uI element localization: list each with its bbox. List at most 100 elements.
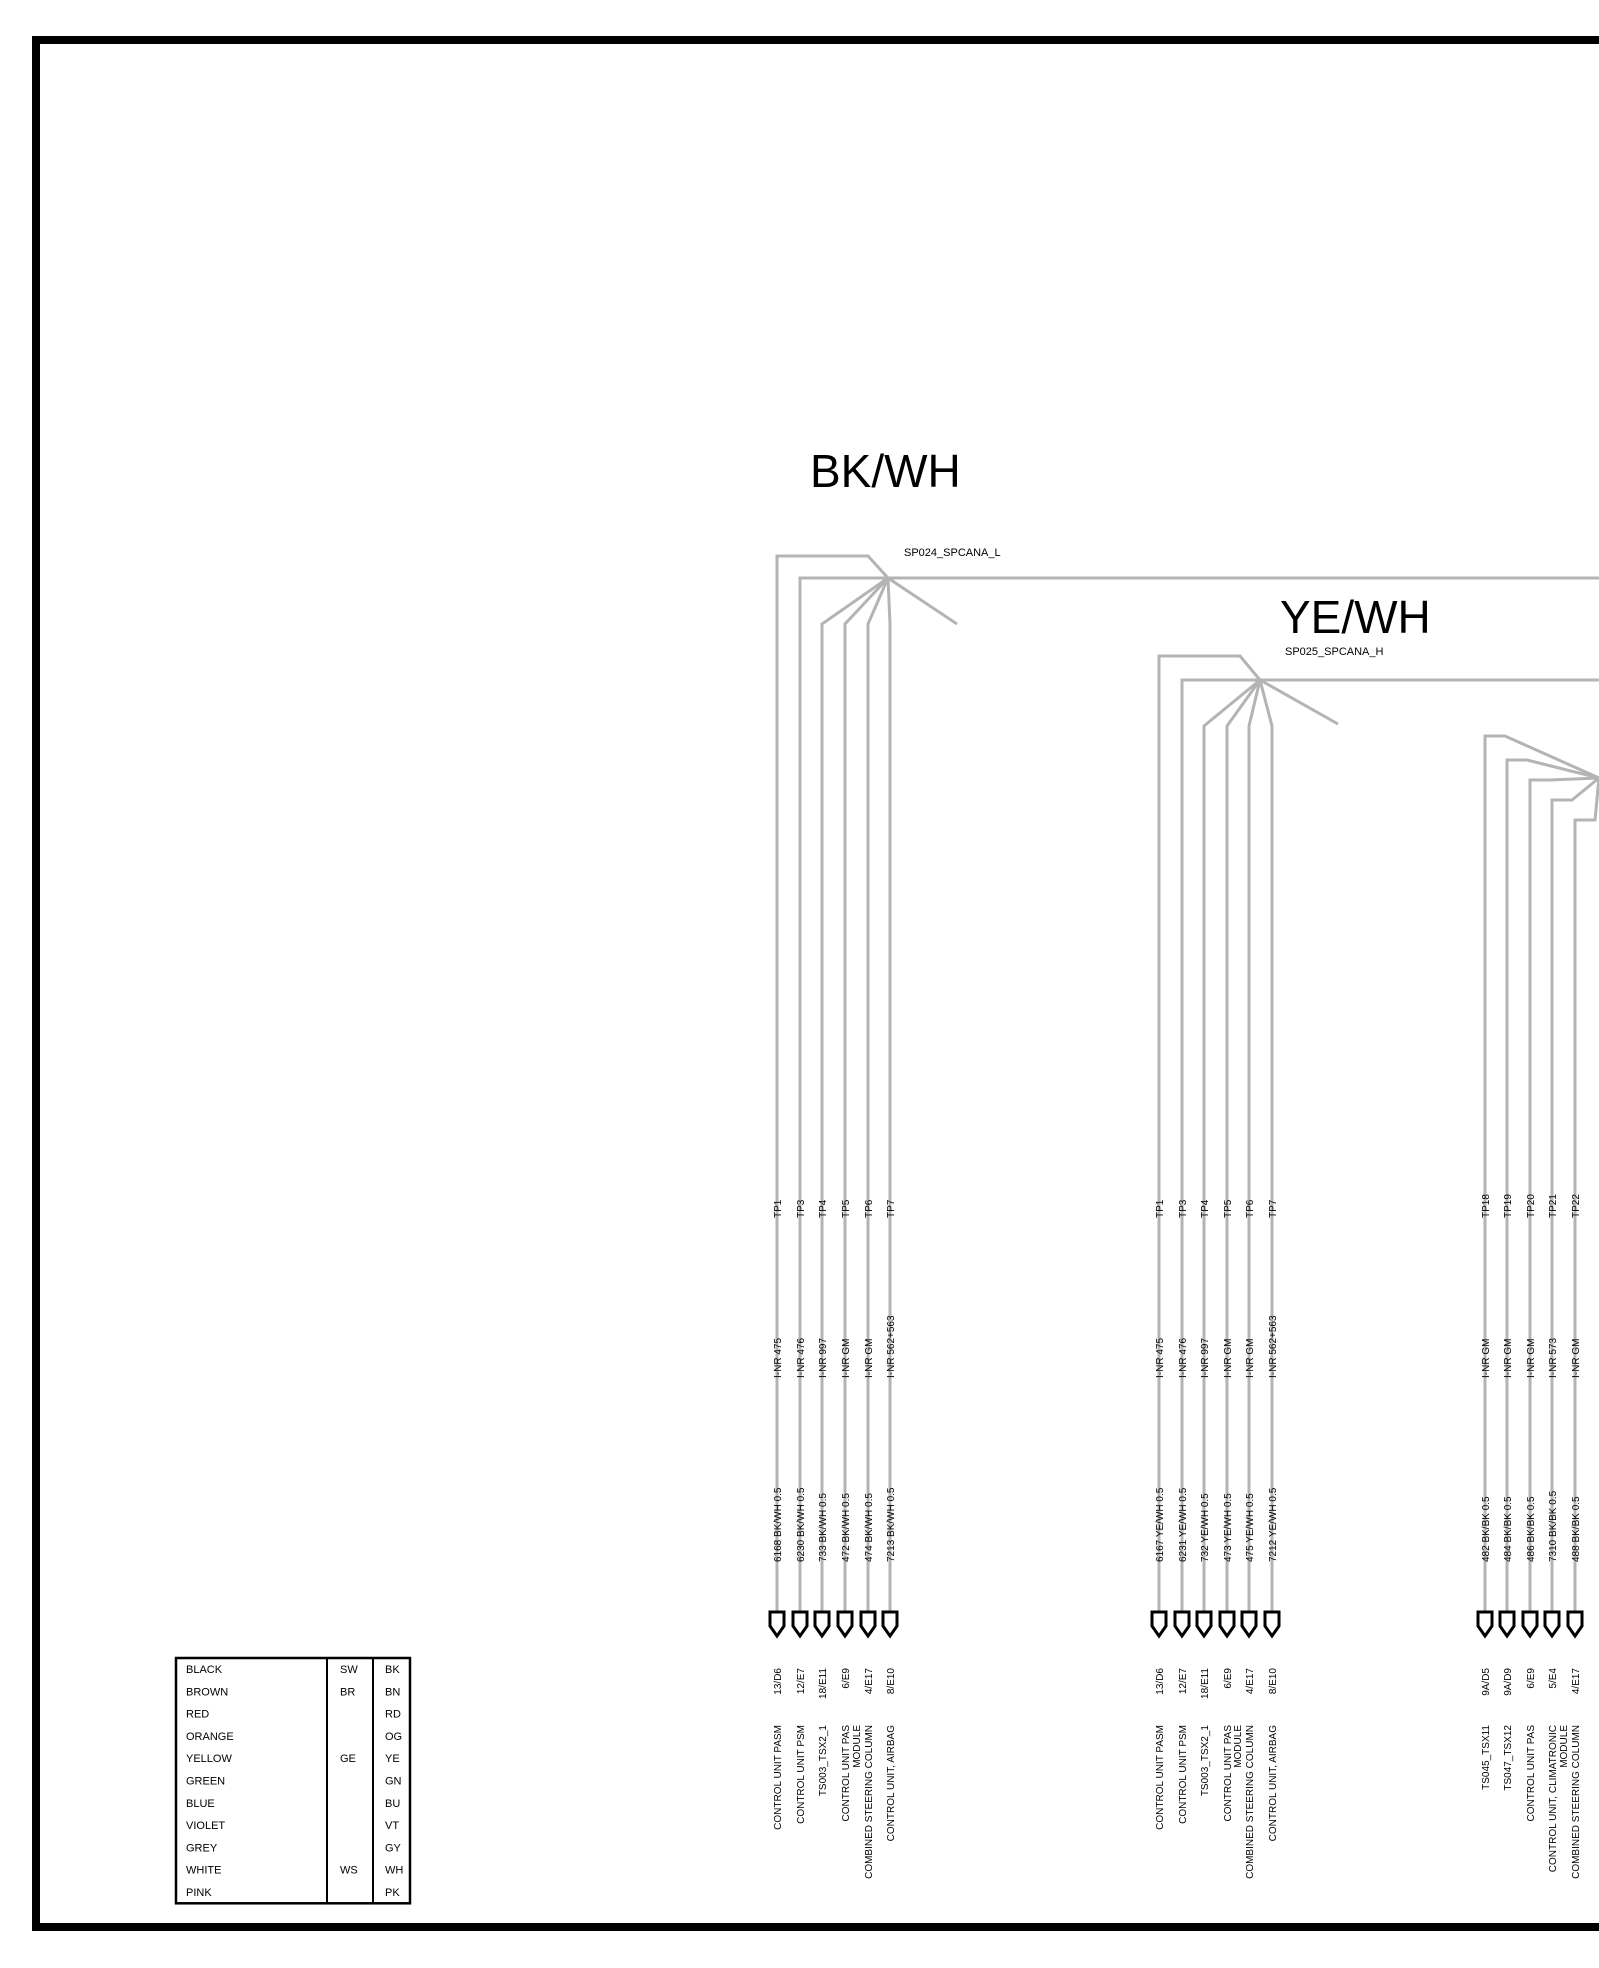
legend-color-name: BROWN [186,1686,228,1698]
connector-pin-icon [1566,1610,1584,1639]
pin-label: 18/E11 [818,1668,829,1699]
splice-label: SP024_SPCANA_L [904,547,1001,559]
test-point-label: TP19 [1503,1194,1514,1218]
legend-row: BROWN BR BN [186,1686,400,1698]
test-point-label: TP4 [1200,1199,1211,1218]
connector-pin-icon [1521,1610,1539,1639]
legend-color-code: BK [385,1664,400,1676]
wire-spec-label: 482 BK/BK 0.5 [1481,1496,1492,1562]
connector-pin-icon [1173,1610,1191,1639]
wire-spec-label: 486 BK/BK 0.5 [1526,1496,1537,1562]
test-point-label: TP1 [773,1199,784,1218]
destination-label: TS003_TSX2_1 [818,1725,829,1797]
test-point-label: TP3 [796,1199,807,1218]
legend-color-code: GY [385,1842,402,1854]
frame-top [32,36,1599,44]
pin-label: 6/E9 [841,1668,852,1689]
connector-pin-icon [1543,1610,1561,1639]
destination-label: CONTROL UNIT PASM [773,1725,784,1830]
destination-label: CONTROL UNIT PSM [1178,1725,1189,1824]
legend-color-code: YE [385,1753,400,1765]
pin-label: 13/D6 [1155,1668,1166,1695]
wire-spec-label: 6168 BK/WH 0.5 [773,1487,784,1562]
test-point-label: TP5 [841,1199,852,1218]
pin-label: 5/E4 [1548,1668,1559,1689]
inr-label: I-NR 475 [773,1338,784,1378]
connector-pin-icon [1218,1610,1236,1639]
legend-row: GREY GY [186,1842,402,1854]
wire-trace [1247,679,1262,1612]
legend-german-code: BR [340,1686,355,1698]
connector-pin-icon [813,1610,831,1639]
inr-label: I-NR 476 [796,1338,807,1378]
wire-spec-label: 488 BK/BK 0.5 [1571,1496,1582,1562]
destination-label: CONTROL UNIT PAS [1223,1725,1234,1822]
connector-pin-icon [1150,1610,1168,1639]
connector-pin-icon [791,1610,809,1639]
pin-label: 4/E17 [864,1668,875,1695]
wire-spec-label: 6230 BK/WH 0.5 [796,1487,807,1562]
wire-trace [1180,678,1260,1612]
connector-pin-icon [768,1610,786,1639]
inr-label: I-NR 476 [1178,1338,1189,1378]
legend-color-name: RED [186,1709,209,1721]
destination-label: COMBINED STEERING COLUMN [1245,1725,1256,1879]
wire-spec-label: 472 BK/WH 0.5 [841,1493,852,1562]
splice-branch-line [887,576,958,626]
test-point-label: TP6 [1245,1199,1256,1218]
connector-pin-icon [1498,1610,1516,1639]
inr-label: I-NR GM [1223,1339,1234,1378]
legend-row: VIOLET VT [186,1820,399,1832]
inr-label: I-NR GM [841,1339,852,1378]
test-point-label: TP20 [1526,1194,1537,1218]
wire-trace [1157,654,1262,1612]
legend-color-code: VT [385,1820,399,1832]
frame-left [32,36,40,1931]
destination-label: COMBINED STEERING COLUMN [864,1725,875,1879]
test-point-label: TP18 [1481,1194,1492,1218]
legend-color-code: PK [385,1887,400,1899]
wire-trace [775,554,890,1612]
pin-label: 18/E11 [1200,1668,1211,1699]
wire-spec-label: 7213 BK/WH 0.5 [886,1487,897,1562]
inr-label: I-NR 475 [1155,1338,1166,1378]
wire-spec-label: 6167 YE/WH 0.5 [1155,1487,1166,1562]
connector-pin-icon [881,1610,899,1639]
legend-color-name: ORANGE [186,1731,234,1743]
destination-label: TS047_TSX12 [1503,1725,1514,1791]
legend-color-code: BN [385,1686,400,1698]
inr-label: I-NR 997 [818,1338,829,1378]
splice-branch-line [1259,678,1339,726]
wire-spec-label: 732 YE/WH 0.5 [1200,1493,1211,1562]
destination-label: MODULE [852,1725,863,1768]
legend-color-code: BU [385,1798,400,1810]
legend-color-code: WH [385,1865,403,1877]
inr-label: I-NR GM [1245,1339,1256,1378]
wire-spec-label: 473 YE/WH 0.5 [1223,1493,1234,1562]
legend-color-name: GREY [186,1842,218,1854]
sheet-frame [32,36,1599,1931]
legend-color-name: YELLOW [186,1753,232,1765]
test-point-label: TP7 [886,1199,897,1218]
connector-pin-icon [836,1610,854,1639]
legend-color-name: VIOLET [186,1820,225,1832]
destination-label: CONTROL UNIT PAS [1526,1725,1537,1822]
